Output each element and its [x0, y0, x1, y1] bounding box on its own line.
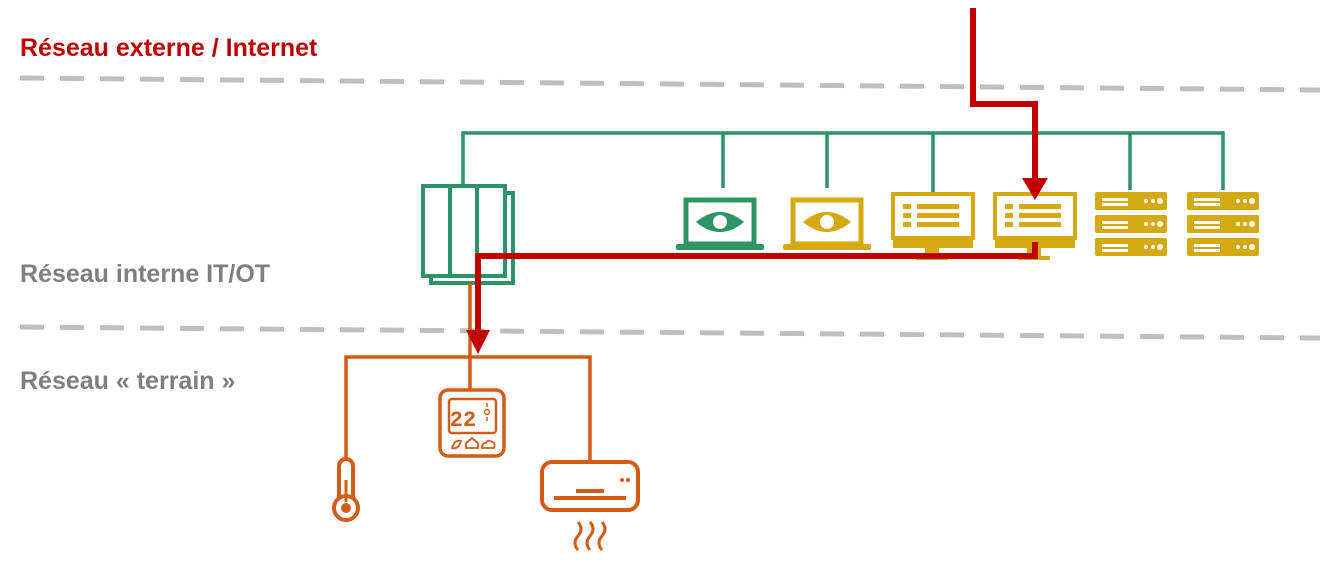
separator-internal-field: [19, 324, 1321, 341]
firewall-icon: [421, 184, 515, 285]
monitor-icon: [891, 192, 975, 260]
air-conditioner-icon: [540, 460, 640, 551]
server-rack-icon: [1187, 192, 1259, 256]
attack-arrowhead: [466, 330, 490, 354]
field-network-bus: [344, 283, 592, 462]
attack-arrowhead: [1022, 178, 1048, 200]
attack-path: [466, 8, 1048, 354]
zone-label-field: Réseau « terrain »: [20, 367, 236, 395]
thermostat-icon: 22: [438, 388, 506, 458]
thermostat-display: 22: [450, 408, 476, 433]
it-network-bus: [461, 131, 1225, 192]
zone-label-internal: Réseau interne IT/OT: [20, 260, 271, 288]
zone-label-external: Réseau externe / Internet: [20, 34, 318, 62]
laptop-eye-icon: [676, 197, 764, 250]
server-rack-icon: [1095, 192, 1167, 256]
thermometer-icon: [332, 457, 360, 522]
separator-external-internal: [19, 75, 1321, 93]
laptop-eye-icon: [783, 197, 871, 250]
